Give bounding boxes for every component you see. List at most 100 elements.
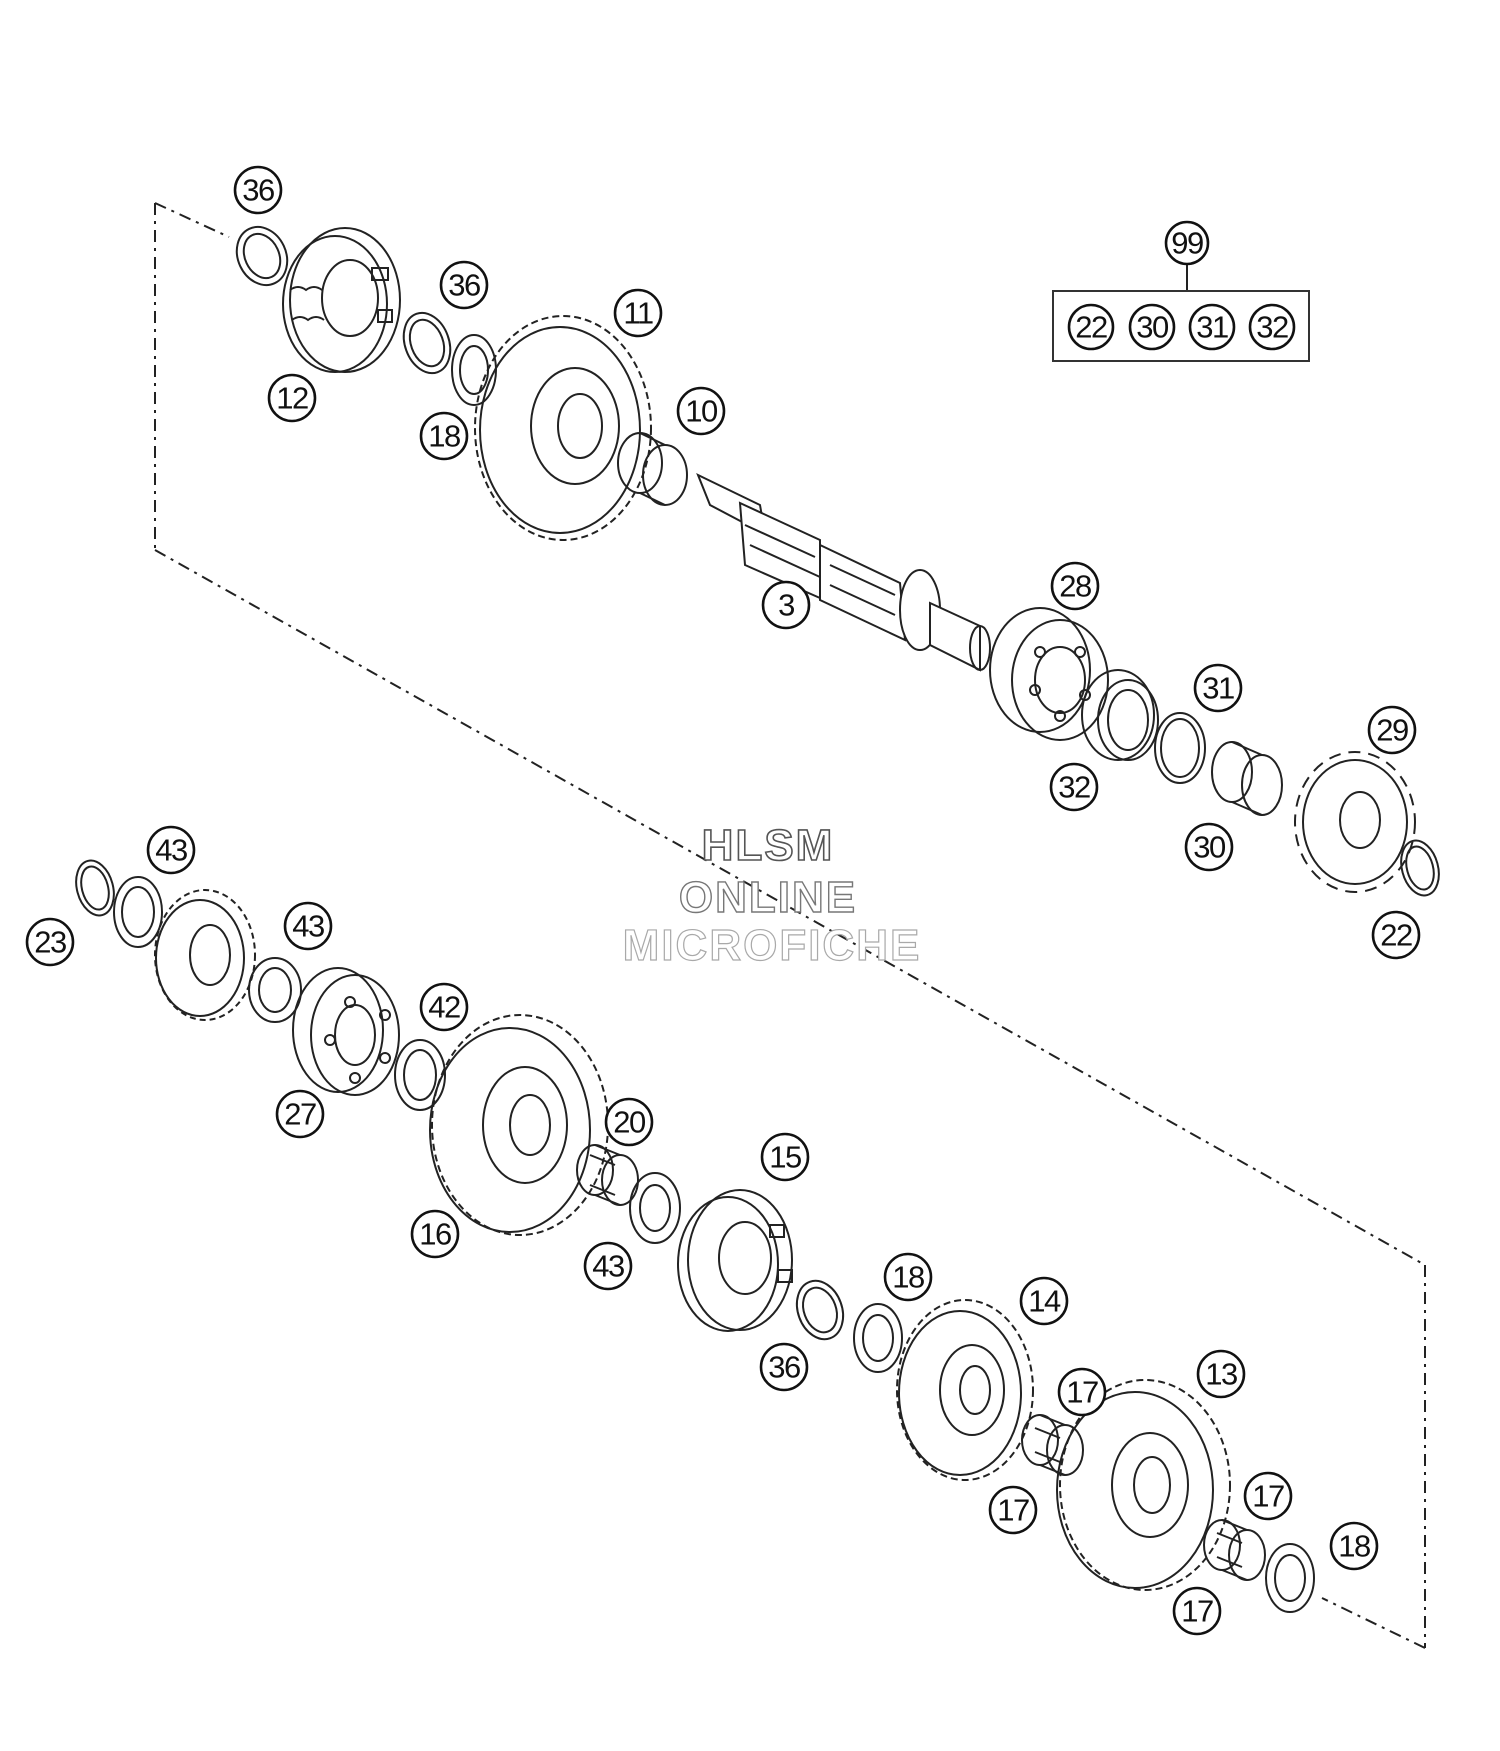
svg-text:18: 18 <box>892 1260 924 1295</box>
callout-43-c: 43 <box>583 1241 633 1291</box>
svg-text:36: 36 <box>768 1350 800 1385</box>
svg-text:18: 18 <box>428 419 460 454</box>
bearing-28 <box>989 607 1109 741</box>
needle-bearing-17-upper <box>1021 1414 1084 1476</box>
svg-text:17: 17 <box>997 1493 1029 1528</box>
callout-30: 30 <box>1184 822 1234 872</box>
needle-bearing-20 <box>576 1144 639 1206</box>
callout-23: 23 <box>25 917 75 967</box>
svg-text:42: 42 <box>428 990 460 1025</box>
svg-text:32: 32 <box>1256 310 1288 345</box>
callout-36-lower: 36 <box>759 1342 809 1392</box>
main-shaft-3 <box>696 472 991 672</box>
svg-text:27: 27 <box>284 1097 316 1132</box>
assembly-plane-outline <box>154 202 1426 1649</box>
callout-27: 27 <box>275 1089 325 1139</box>
svg-text:36: 36 <box>242 173 274 208</box>
svg-text:14: 14 <box>1028 1284 1061 1319</box>
svg-text:17: 17 <box>1066 1375 1098 1410</box>
svg-text:22: 22 <box>1075 310 1107 345</box>
callout-11: 11 <box>613 288 663 338</box>
gear-13 <box>1056 1379 1231 1591</box>
svg-text:23: 23 <box>34 925 66 960</box>
callout-28: 28 <box>1050 561 1100 611</box>
svg-text:99: 99 <box>1171 226 1203 261</box>
kit-item-30: 30 <box>1128 303 1176 351</box>
gear-small-left <box>154 889 256 1021</box>
washer-18-middle <box>853 1303 903 1373</box>
kit-item-31: 31 <box>1188 303 1236 351</box>
washer-43-c <box>629 1172 681 1244</box>
spacer-30 <box>1211 741 1283 816</box>
kit-box: 99 22 30 31 32 <box>1052 220 1310 362</box>
callout-17-b: 17 <box>988 1485 1038 1535</box>
kit-callout-99: 99 <box>1164 220 1210 266</box>
svg-text:13: 13 <box>1205 1357 1237 1392</box>
circlip-36-top <box>235 225 289 287</box>
callout-16: 16 <box>410 1209 460 1259</box>
kit-item-32: 32 <box>1248 303 1296 351</box>
svg-text:43: 43 <box>155 833 187 868</box>
callout-18-middle: 18 <box>883 1252 933 1302</box>
watermark-line-2: ONLINE <box>679 873 857 922</box>
callout-43-b: 43 <box>283 901 333 951</box>
svg-text:30: 30 <box>1136 310 1169 345</box>
washer-43-b <box>248 957 302 1023</box>
gear-15 <box>677 1189 793 1332</box>
washer-18-upper <box>451 334 497 406</box>
callout-3: 3 <box>761 580 811 630</box>
callout-31: 31 <box>1193 663 1243 713</box>
svg-text:32: 32 <box>1058 770 1090 805</box>
svg-text:31: 31 <box>1202 671 1234 706</box>
callout-15: 15 <box>760 1132 810 1182</box>
washer-18-lower <box>1265 1543 1315 1613</box>
sprocket-29 <box>1294 751 1416 893</box>
bushing-10 <box>617 432 688 506</box>
svg-text:31: 31 <box>1196 310 1228 345</box>
gear-16 <box>429 1014 609 1236</box>
circlip-22 <box>1400 839 1440 897</box>
callout-17-d: 17 <box>1172 1586 1222 1636</box>
watermark-line-3: MICROFICHE <box>623 921 922 970</box>
callout-12: 12 <box>267 373 317 423</box>
callout-14: 14 <box>1019 1276 1069 1326</box>
svg-text:17: 17 <box>1252 1479 1284 1514</box>
svg-text:20: 20 <box>613 1105 646 1140</box>
svg-text:22: 22 <box>1380 918 1412 953</box>
callout-17-c: 17 <box>1243 1471 1293 1521</box>
watermark-line-1: HLSM <box>702 821 835 870</box>
svg-text:15: 15 <box>769 1140 801 1175</box>
callout-13: 13 <box>1196 1349 1246 1399</box>
svg-text:16: 16 <box>419 1217 451 1252</box>
seal-32 <box>1081 669 1159 761</box>
svg-text:11: 11 <box>623 296 652 331</box>
o-ring-31 <box>1154 712 1206 784</box>
callout-17-a: 17 <box>1057 1367 1107 1417</box>
callout-18-lower: 18 <box>1329 1521 1379 1571</box>
svg-text:30: 30 <box>1193 830 1226 865</box>
svg-text:12: 12 <box>276 381 308 416</box>
svg-text:43: 43 <box>592 1249 624 1284</box>
callout-20: 20 <box>604 1097 654 1147</box>
callout-29: 29 <box>1367 705 1417 755</box>
gear-14 <box>896 1299 1034 1481</box>
callout-32: 32 <box>1049 762 1099 812</box>
callout-36-top: 36 <box>233 165 283 215</box>
callout-36-upper: 36 <box>439 260 489 310</box>
callout-43-a: 43 <box>146 825 196 875</box>
gear-11 <box>474 315 652 541</box>
bearing-27 <box>292 967 400 1096</box>
circlip-36-lower <box>795 1279 845 1341</box>
svg-text:17: 17 <box>1181 1594 1213 1629</box>
callout-18-upper: 18 <box>419 411 469 461</box>
svg-text:43: 43 <box>292 909 324 944</box>
callout-42: 42 <box>419 982 469 1032</box>
washer-42 <box>394 1039 446 1111</box>
svg-text:36: 36 <box>448 268 480 303</box>
kit-item-22: 22 <box>1067 303 1115 351</box>
circlip-23 <box>75 859 115 917</box>
watermark: HLSM ONLINE MICROFICHE <box>622 820 922 970</box>
svg-text:3: 3 <box>778 588 794 623</box>
svg-text:18: 18 <box>1338 1529 1370 1564</box>
